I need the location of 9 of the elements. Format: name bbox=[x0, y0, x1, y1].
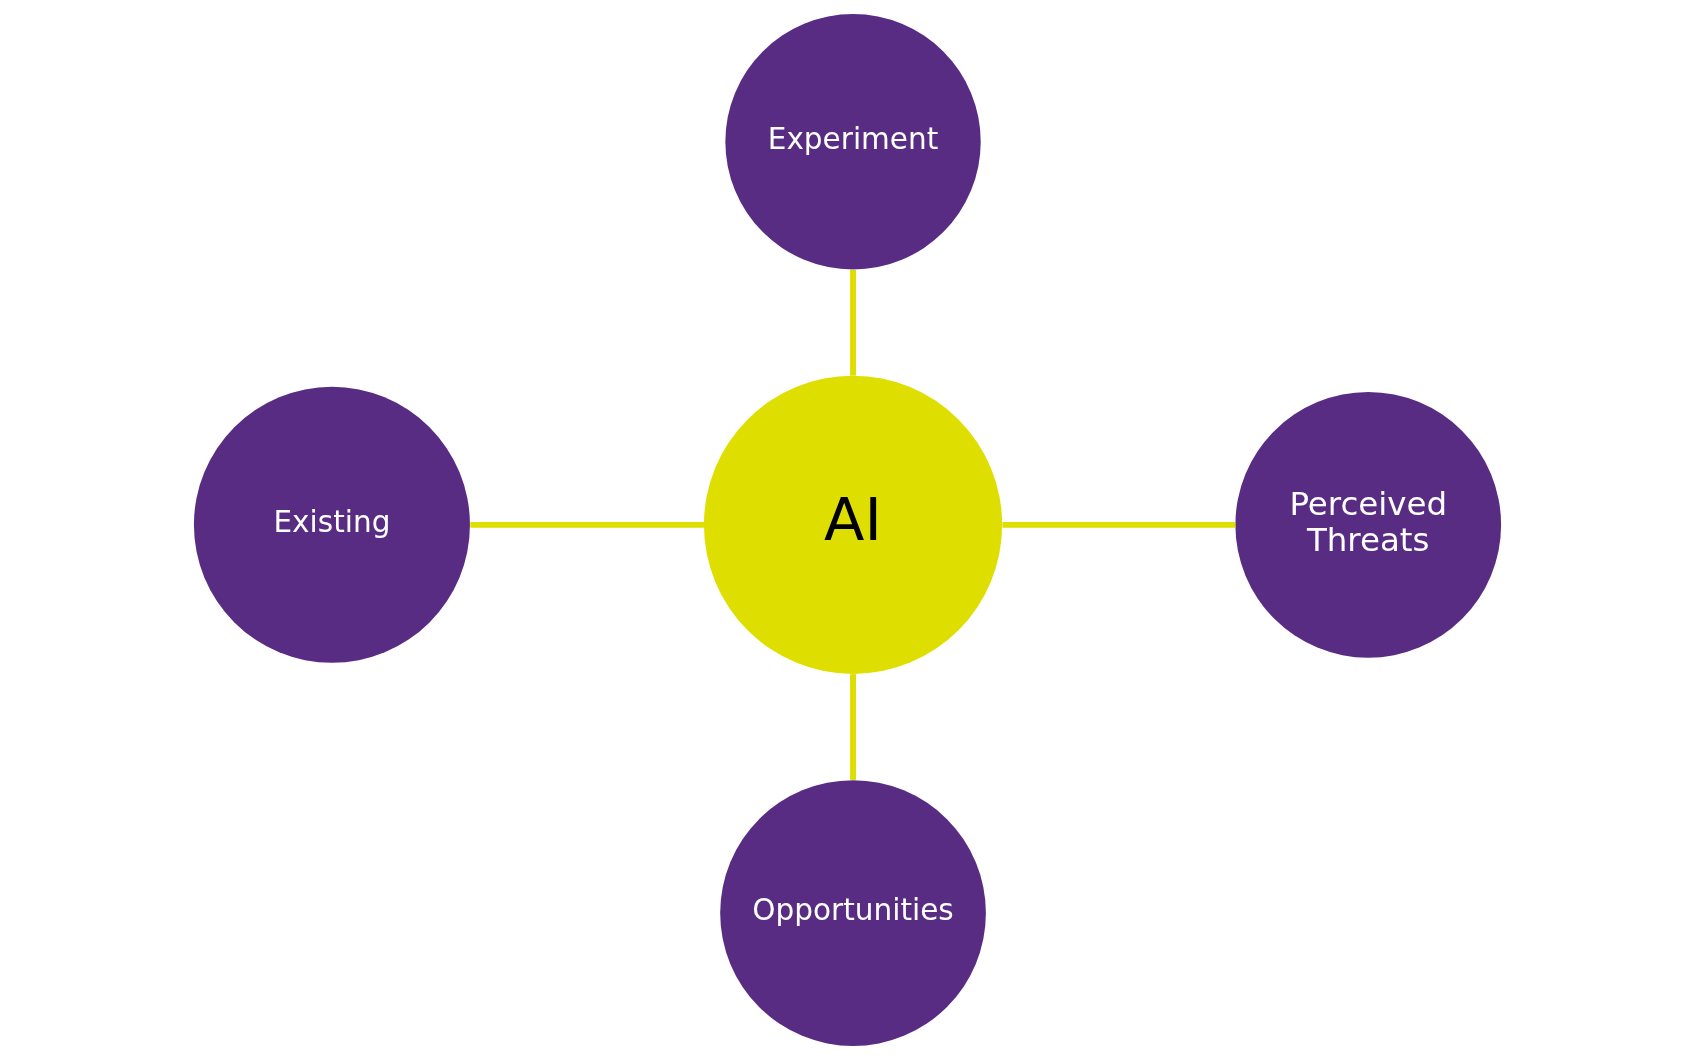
connector bbox=[849, 674, 856, 780]
connector bbox=[469, 521, 704, 528]
node-circle: Opportunities bbox=[719, 780, 986, 1046]
connector bbox=[1001, 521, 1235, 528]
node-circle: AI bbox=[703, 375, 1002, 674]
node-circle: Perceived Threats bbox=[1234, 391, 1501, 658]
connector bbox=[849, 269, 856, 376]
node-circle: Experiment bbox=[724, 14, 981, 270]
node-circle: Existing bbox=[193, 386, 470, 663]
